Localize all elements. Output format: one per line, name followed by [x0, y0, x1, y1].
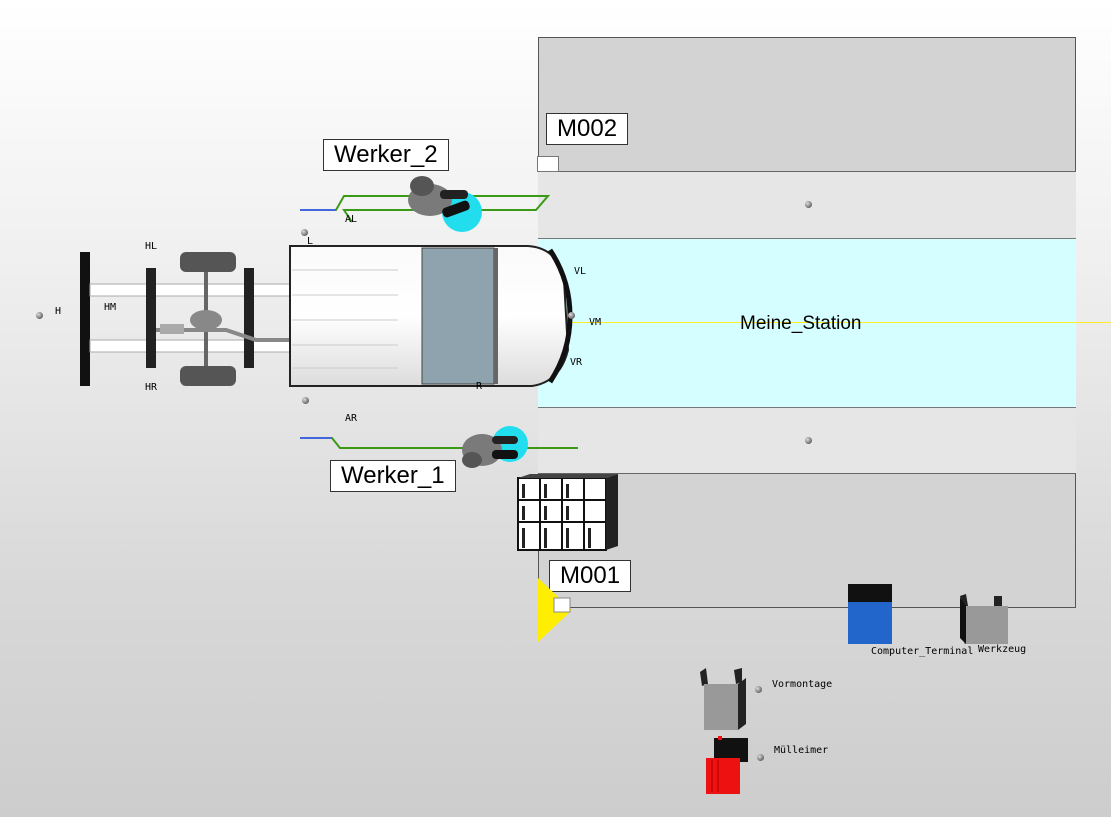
werkzeug-icon[interactable] — [958, 594, 1010, 646]
computer-terminal-icon[interactable] — [846, 582, 894, 646]
point-label-al: AL — [345, 214, 358, 225]
station-lane-main[interactable] — [538, 238, 1076, 408]
werkzeug-label: Werkzeug — [978, 644, 1027, 655]
point-label-h: H — [55, 306, 62, 317]
marker-m002-tag[interactable] — [537, 156, 559, 172]
point-label-vl: VL — [574, 266, 587, 277]
computer-terminal-label: Computer_Terminal — [871, 646, 974, 657]
point-h-marker[interactable] — [36, 312, 43, 319]
marker-m002-label[interactable]: M002 — [546, 113, 629, 145]
worker2-label[interactable]: Werker_2 — [323, 139, 449, 171]
point-label-r: R — [476, 381, 483, 392]
point-r-marker[interactable] — [302, 397, 309, 404]
worker1-label[interactable]: Werker_1 — [330, 460, 456, 492]
muelleimer-icon[interactable] — [702, 736, 752, 796]
point-label-hm: HM — [104, 302, 117, 313]
worker1-path — [300, 437, 578, 449]
point-vm-marker[interactable] — [568, 312, 575, 319]
point-label-hl: HL — [145, 241, 158, 252]
point-label-vr: VR — [570, 357, 583, 368]
entrance-triangle-icon[interactable] — [536, 576, 576, 644]
vormontage-icon[interactable] — [700, 668, 750, 732]
worker2-figure-icon[interactable] — [400, 170, 488, 234]
station-axis-line — [560, 322, 1111, 323]
muelleimer-marker[interactable] — [757, 754, 764, 761]
point-label-vm: VM — [589, 317, 602, 328]
worker2-path — [300, 195, 551, 223]
vehicle-chassis[interactable] — [76, 248, 296, 392]
station-name-label: Meine_Station — [740, 313, 862, 334]
point-label-l: L — [307, 236, 314, 247]
worker1-figure-icon[interactable] — [456, 424, 536, 474]
muelleimer-label: Mülleimer — [774, 745, 829, 756]
parts-shelf[interactable] — [516, 474, 620, 552]
vormontage-marker[interactable] — [755, 686, 762, 693]
point-label-hr: HR — [145, 382, 158, 393]
point-label-ar: AR — [345, 413, 358, 424]
vehicle-body[interactable] — [288, 240, 576, 390]
point-l-marker[interactable] — [301, 229, 308, 236]
vormontage-label: Vormontage — [772, 679, 833, 690]
marker-m001-label[interactable]: M001 — [549, 560, 632, 592]
station-point-lower[interactable] — [805, 437, 812, 444]
station-point-upper[interactable] — [805, 201, 812, 208]
